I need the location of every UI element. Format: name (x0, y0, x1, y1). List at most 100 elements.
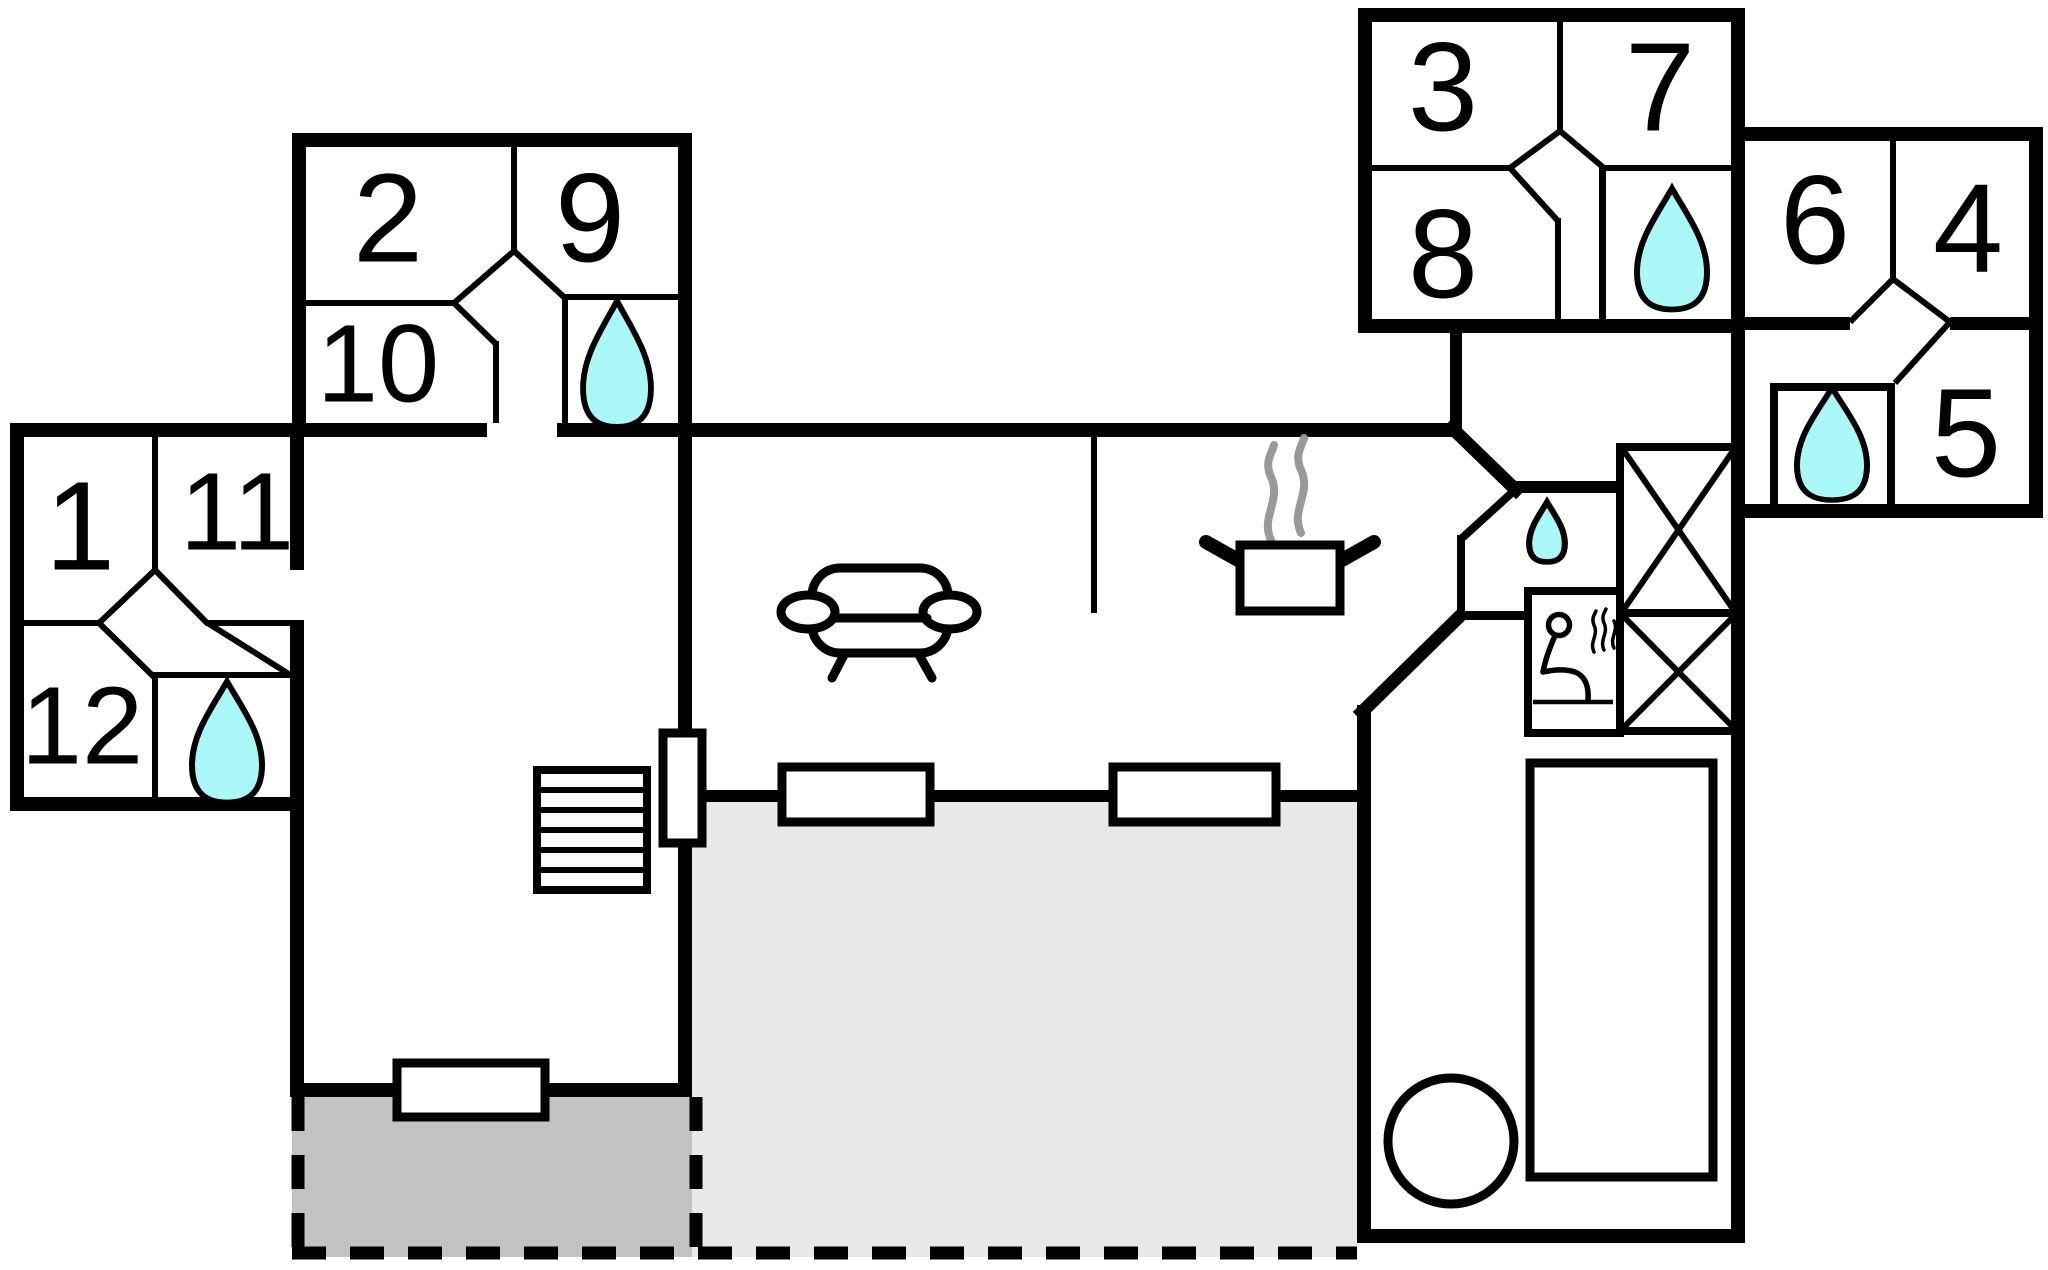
wall-diagonal (1352, 606, 1470, 722)
wall-diagonal (204, 619, 294, 679)
door-opening (777, 762, 935, 827)
stairs-icon (533, 766, 651, 894)
wall (292, 133, 692, 147)
wall (1557, 22, 1563, 134)
wall (1512, 481, 1624, 493)
room-number-9: 9 (555, 147, 625, 288)
wall-diagonal (511, 248, 568, 301)
staircase (533, 766, 651, 894)
water-drops (188, 182, 1871, 806)
water-drop-icon (188, 675, 266, 806)
wall (292, 133, 306, 431)
wall (152, 672, 292, 678)
sauna-steam-icon (1610, 619, 1618, 650)
wall (152, 675, 158, 797)
door-opening (1108, 762, 1281, 827)
steam-icon (1293, 434, 1309, 537)
wall-diagonal (451, 300, 499, 347)
room-number-4: 4 (1933, 157, 2003, 298)
pot-icon (1235, 540, 1345, 616)
wardrobe-cross-icon (1621, 449, 1736, 611)
wall-diagonal (1458, 486, 1519, 542)
wall-kitchen-divider (1091, 437, 1097, 613)
wardrobe-cross-icon (1621, 614, 1736, 730)
wall-diagonal (1442, 418, 1526, 500)
wall (10, 423, 487, 437)
pot-handle (1335, 535, 1381, 567)
wall (1450, 333, 1462, 433)
wall (511, 147, 517, 252)
wall-diagonal (1892, 319, 1953, 386)
pool-icon (1525, 758, 1718, 1182)
room-number-7: 7 (1625, 16, 1695, 157)
wall (290, 620, 304, 1097)
wall (2029, 127, 2043, 518)
kitchen-stove (1199, 434, 1381, 616)
room-number-10: 10 (317, 303, 439, 426)
wall (1524, 729, 1624, 737)
sauna (1533, 607, 1618, 705)
wall (306, 300, 454, 306)
room-number-8: 8 (1408, 183, 1478, 324)
room-number-11: 11 (180, 451, 294, 574)
wall (1737, 127, 2043, 141)
wall (557, 423, 1455, 437)
sofa-armrest (776, 590, 840, 634)
sauna-steam-icon (1590, 609, 1598, 654)
wall (1555, 218, 1561, 319)
wall (1745, 317, 1850, 330)
wall (1358, 8, 1745, 22)
wall (1372, 165, 1510, 171)
terraces (291, 802, 1357, 1262)
room-number-6: 6 (1780, 149, 1850, 290)
wall-diagonal (1507, 165, 1561, 224)
wall (1950, 317, 2029, 330)
wall (1358, 8, 1372, 333)
wall-diagonal (95, 619, 158, 681)
pot-handle (1199, 535, 1245, 567)
wardrobe-icon (1616, 609, 1741, 735)
wall-diagonal (1558, 128, 1606, 171)
wall (1890, 141, 1896, 280)
door-opening (658, 728, 707, 848)
wall (562, 294, 568, 423)
wall-diagonal (1847, 276, 1896, 325)
openings (392, 728, 1281, 1122)
wall (10, 423, 24, 811)
wall (1770, 383, 1778, 504)
wall-diagonal (152, 567, 211, 627)
door-opening (392, 1058, 550, 1122)
wall (1524, 587, 1532, 737)
wall (1357, 1229, 1745, 1243)
terrace-light (692, 802, 1357, 1257)
wall (493, 341, 499, 423)
water-drop-icon (1793, 382, 1871, 503)
room-number-2: 2 (353, 147, 423, 288)
room-number-12: 12 (21, 665, 143, 788)
wall (1524, 587, 1624, 595)
living-room-sofa (776, 563, 982, 683)
wall (678, 133, 692, 431)
terrace-dark (292, 1097, 692, 1257)
wall-diagonal (1508, 128, 1562, 171)
wall (1457, 611, 1528, 620)
sauna-person-icon (1540, 635, 1591, 703)
wall (290, 437, 304, 570)
water-drop-icon (1526, 496, 1568, 565)
water-drop-icon (1633, 182, 1711, 313)
sauna-person-head (1545, 611, 1573, 639)
wall (1601, 165, 1731, 171)
wall (562, 294, 678, 300)
room-number-5: 5 (1931, 362, 2001, 503)
wall (1887, 383, 1895, 504)
steam-icon (1263, 441, 1279, 544)
room-number-3: 3 (1408, 16, 1478, 157)
hot-tub-icon (1383, 1073, 1519, 1209)
pool-area (1383, 758, 1718, 1209)
wall-diagonal (95, 567, 158, 627)
wall (1358, 319, 1745, 333)
room-numbers: 1 2 3 4 5 6 7 8 9 10 11 12 (21, 16, 2003, 787)
sauna-steam-icon (1600, 607, 1608, 652)
